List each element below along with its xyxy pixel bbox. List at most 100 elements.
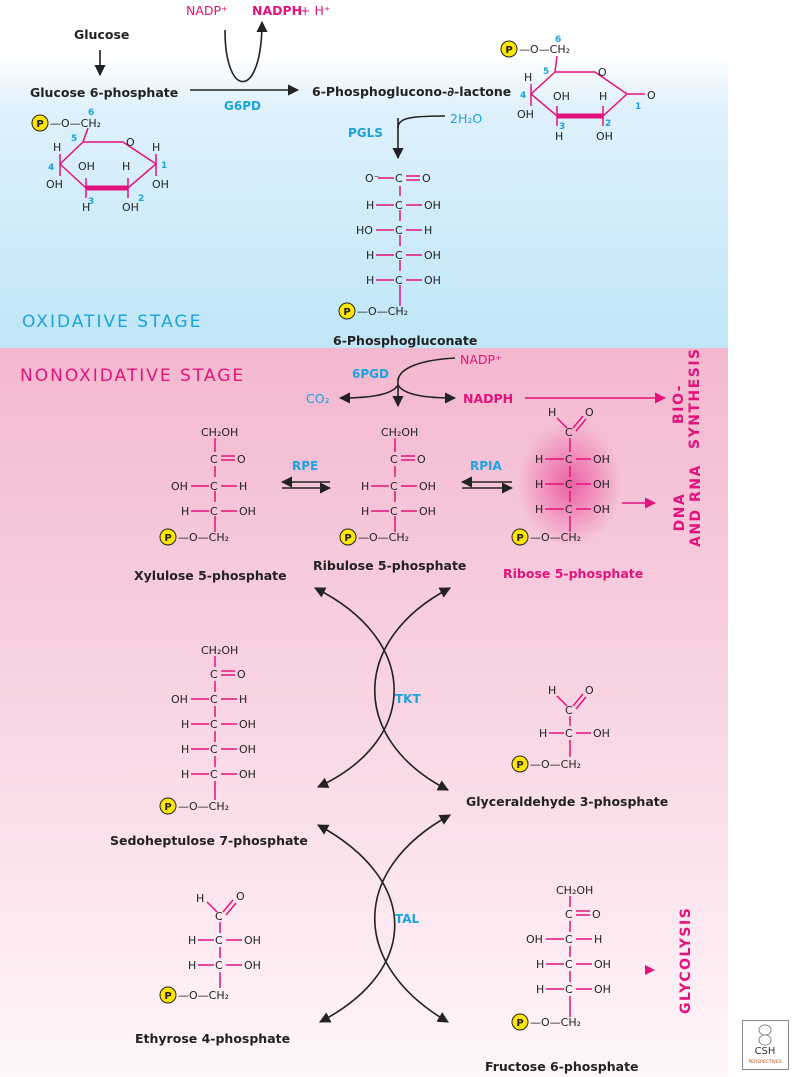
svg-text:H: H (536, 958, 544, 971)
svg-text:1: 1 (161, 161, 167, 171)
enzyme-g6pd: G6PD (224, 99, 261, 113)
svg-text:OH: OH (239, 768, 256, 781)
label-fructose-6-phosphate: Fructose 6-phosphate (485, 1059, 639, 1074)
svg-text:C: C (210, 505, 218, 518)
svg-text:C: C (210, 453, 218, 466)
svg-text:OH: OH (152, 178, 169, 191)
csh-perspectives-logo: CSH PERSPECTIVES (742, 1020, 789, 1070)
label-glucose: Glucose (74, 27, 130, 42)
svg-text:H: H (535, 478, 543, 491)
svg-text:H: H (366, 274, 374, 287)
svg-text:P: P (516, 1018, 523, 1029)
phosphoglucono-lactone-structure: P —O—CH₂ 6 5 4 3 2 1 O O H OH OH H H OH (500, 35, 656, 143)
svg-text:H: H (599, 90, 607, 103)
svg-text:H: H (366, 249, 374, 262)
enzyme-6pgd: 6PGD (352, 367, 389, 381)
svg-text:6: 6 (555, 35, 561, 45)
svg-text:O: O (417, 453, 426, 466)
svg-text:H: H (361, 505, 369, 518)
svg-text:P: P (505, 45, 512, 56)
svg-text:P: P (36, 119, 43, 130)
cofactor-h-top: + H⁺ (300, 3, 331, 18)
svg-text:H: H (535, 503, 543, 516)
output-dna-rna-line1: DNA (672, 492, 688, 532)
svg-text:2: 2 (605, 119, 611, 129)
svg-text:O: O (598, 66, 607, 79)
svg-text:C: C (210, 718, 218, 731)
svg-text:—O—CH₂: —O—CH₂ (519, 43, 570, 56)
svg-text:OH: OH (593, 503, 610, 516)
label-phosphoglucono-lactone: 6-Phosphoglucono-∂-lactone (312, 84, 512, 99)
svg-text:OH: OH (419, 505, 436, 518)
svg-text:C: C (395, 224, 403, 237)
svg-text:H: H (239, 480, 247, 493)
svg-text:H: H (181, 505, 189, 518)
svg-text:H: H (196, 892, 204, 905)
svg-text:O: O (585, 684, 594, 697)
svg-text:OH: OH (596, 130, 613, 143)
label-ribose-5-phosphate: Ribose 5-phosphate (503, 566, 644, 581)
svg-text:H: H (594, 933, 602, 946)
svg-text:C: C (395, 274, 403, 287)
svg-text:H: H (122, 160, 130, 173)
enzyme-tkt: TKT (395, 692, 421, 706)
svg-text:C: C (565, 478, 573, 491)
svg-text:C: C (390, 505, 398, 518)
svg-text:H: H (181, 743, 189, 756)
svg-text:C: C (395, 249, 403, 262)
svg-text:P: P (164, 533, 171, 544)
svg-text:C: C (215, 934, 223, 947)
svg-text:H: H (152, 141, 160, 154)
label-erythrose-4-phosphate: Ethyrose 4-phosphate (135, 1031, 291, 1046)
output-dna-rna: DNA AND RNA (672, 464, 704, 547)
svg-text:CH₂OH: CH₂OH (556, 884, 593, 897)
svg-text:CH₂OH: CH₂OH (201, 644, 238, 657)
svg-text:O: O (237, 668, 246, 681)
svg-text:P: P (164, 991, 171, 1002)
svg-text:C: C (390, 453, 398, 466)
svg-text:H: H (361, 480, 369, 493)
svg-text:OH: OH (78, 160, 95, 173)
svg-text:O: O (585, 406, 594, 419)
svg-text:—O—CH₂: —O—CH₂ (530, 1016, 581, 1029)
svg-text:H: H (539, 727, 547, 740)
svg-text:5: 5 (543, 67, 549, 77)
svg-text:H: H (181, 768, 189, 781)
svg-text:OH: OH (424, 199, 441, 212)
output-biosynthesis-line2: SYNTHESIS (687, 347, 703, 449)
svg-text:—O—CH₂: —O—CH₂ (358, 531, 409, 544)
svg-text:C: C (565, 503, 573, 516)
svg-text:H: H (239, 693, 247, 706)
cofactor-nadp-mid: NADP⁺ (460, 352, 502, 367)
svg-text:—O—CH₂: —O—CH₂ (178, 531, 229, 544)
enzyme-pgls: PGLS (348, 126, 383, 140)
output-biosynthesis: BIO- SYNTHESIS (671, 347, 703, 449)
svg-text:C: C (565, 426, 573, 439)
svg-text:OH: OH (171, 693, 188, 706)
svg-text:C: C (210, 743, 218, 756)
svg-text:4: 4 (48, 163, 54, 173)
svg-text:C: C (565, 908, 573, 921)
svg-text:OH: OH (594, 983, 611, 996)
svg-text:H: H (548, 684, 556, 697)
cofactor-nadp-top: NADP⁺ (186, 3, 228, 18)
svg-text:H: H (366, 199, 374, 212)
enzyme-rpe: RPE (292, 459, 319, 473)
svg-text:O: O (422, 172, 431, 185)
svg-text:P: P (344, 533, 351, 544)
svg-text:OH: OH (593, 478, 610, 491)
svg-text:O: O (126, 136, 135, 149)
svg-text:C: C (215, 959, 223, 972)
svg-text:OH: OH (244, 934, 261, 947)
logo-text-csh: CSH (755, 1046, 776, 1057)
svg-text:H: H (524, 71, 532, 84)
output-glycolysis: GLYCOLYSIS (678, 906, 694, 1014)
label-ribulose-5-phosphate: Ribulose 5-phosphate (313, 558, 467, 573)
svg-text:—O—CH₂: —O—CH₂ (530, 758, 581, 771)
svg-text:C: C (210, 480, 218, 493)
svg-text:OH: OH (239, 718, 256, 731)
svg-text:—O—CH₂: —O—CH₂ (530, 531, 581, 544)
